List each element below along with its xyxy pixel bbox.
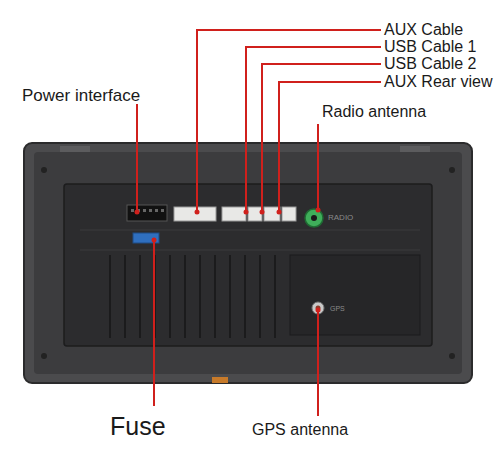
callout-label: Power interface [22, 87, 140, 104]
callout-label: USB Cable 1 [384, 39, 477, 55]
callout-label: Fuse [110, 414, 166, 439]
callout-label: AUX Cable [384, 22, 463, 38]
port-marking: RADIO [328, 214, 353, 222]
callout-label: AUX Rear view [384, 74, 492, 90]
port-marking: GPS [330, 305, 345, 312]
callout-label: GPS antenna [252, 422, 348, 438]
callout-label: Radio antenna [322, 104, 426, 120]
callout-label: USB Cable 2 [384, 56, 477, 72]
